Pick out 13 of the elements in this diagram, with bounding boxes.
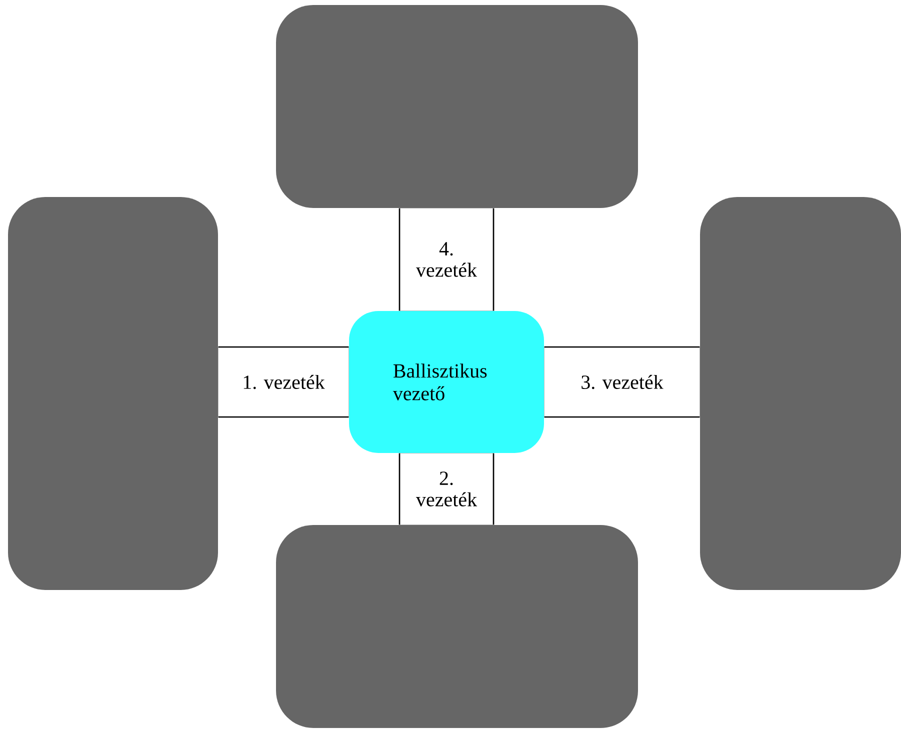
- rounded-box: [700, 197, 901, 590]
- rounded-box: [8, 197, 218, 590]
- edge-label: 4. vezeték: [413, 240, 480, 278]
- wire-channel: [544, 346, 700, 418]
- wire-channel: [218, 346, 349, 418]
- edge-label: 2. vezeték: [413, 470, 480, 508]
- wire-channel: [398, 453, 494, 525]
- edge-label: 3. vezeték: [579, 374, 665, 390]
- wire-channel: [398, 208, 494, 311]
- rounded-box: [276, 5, 638, 208]
- edge-label: 1. vezeték: [240, 374, 326, 390]
- rounded-box: Ballisztikus vezető: [349, 311, 544, 453]
- rounded-box: [276, 525, 638, 728]
